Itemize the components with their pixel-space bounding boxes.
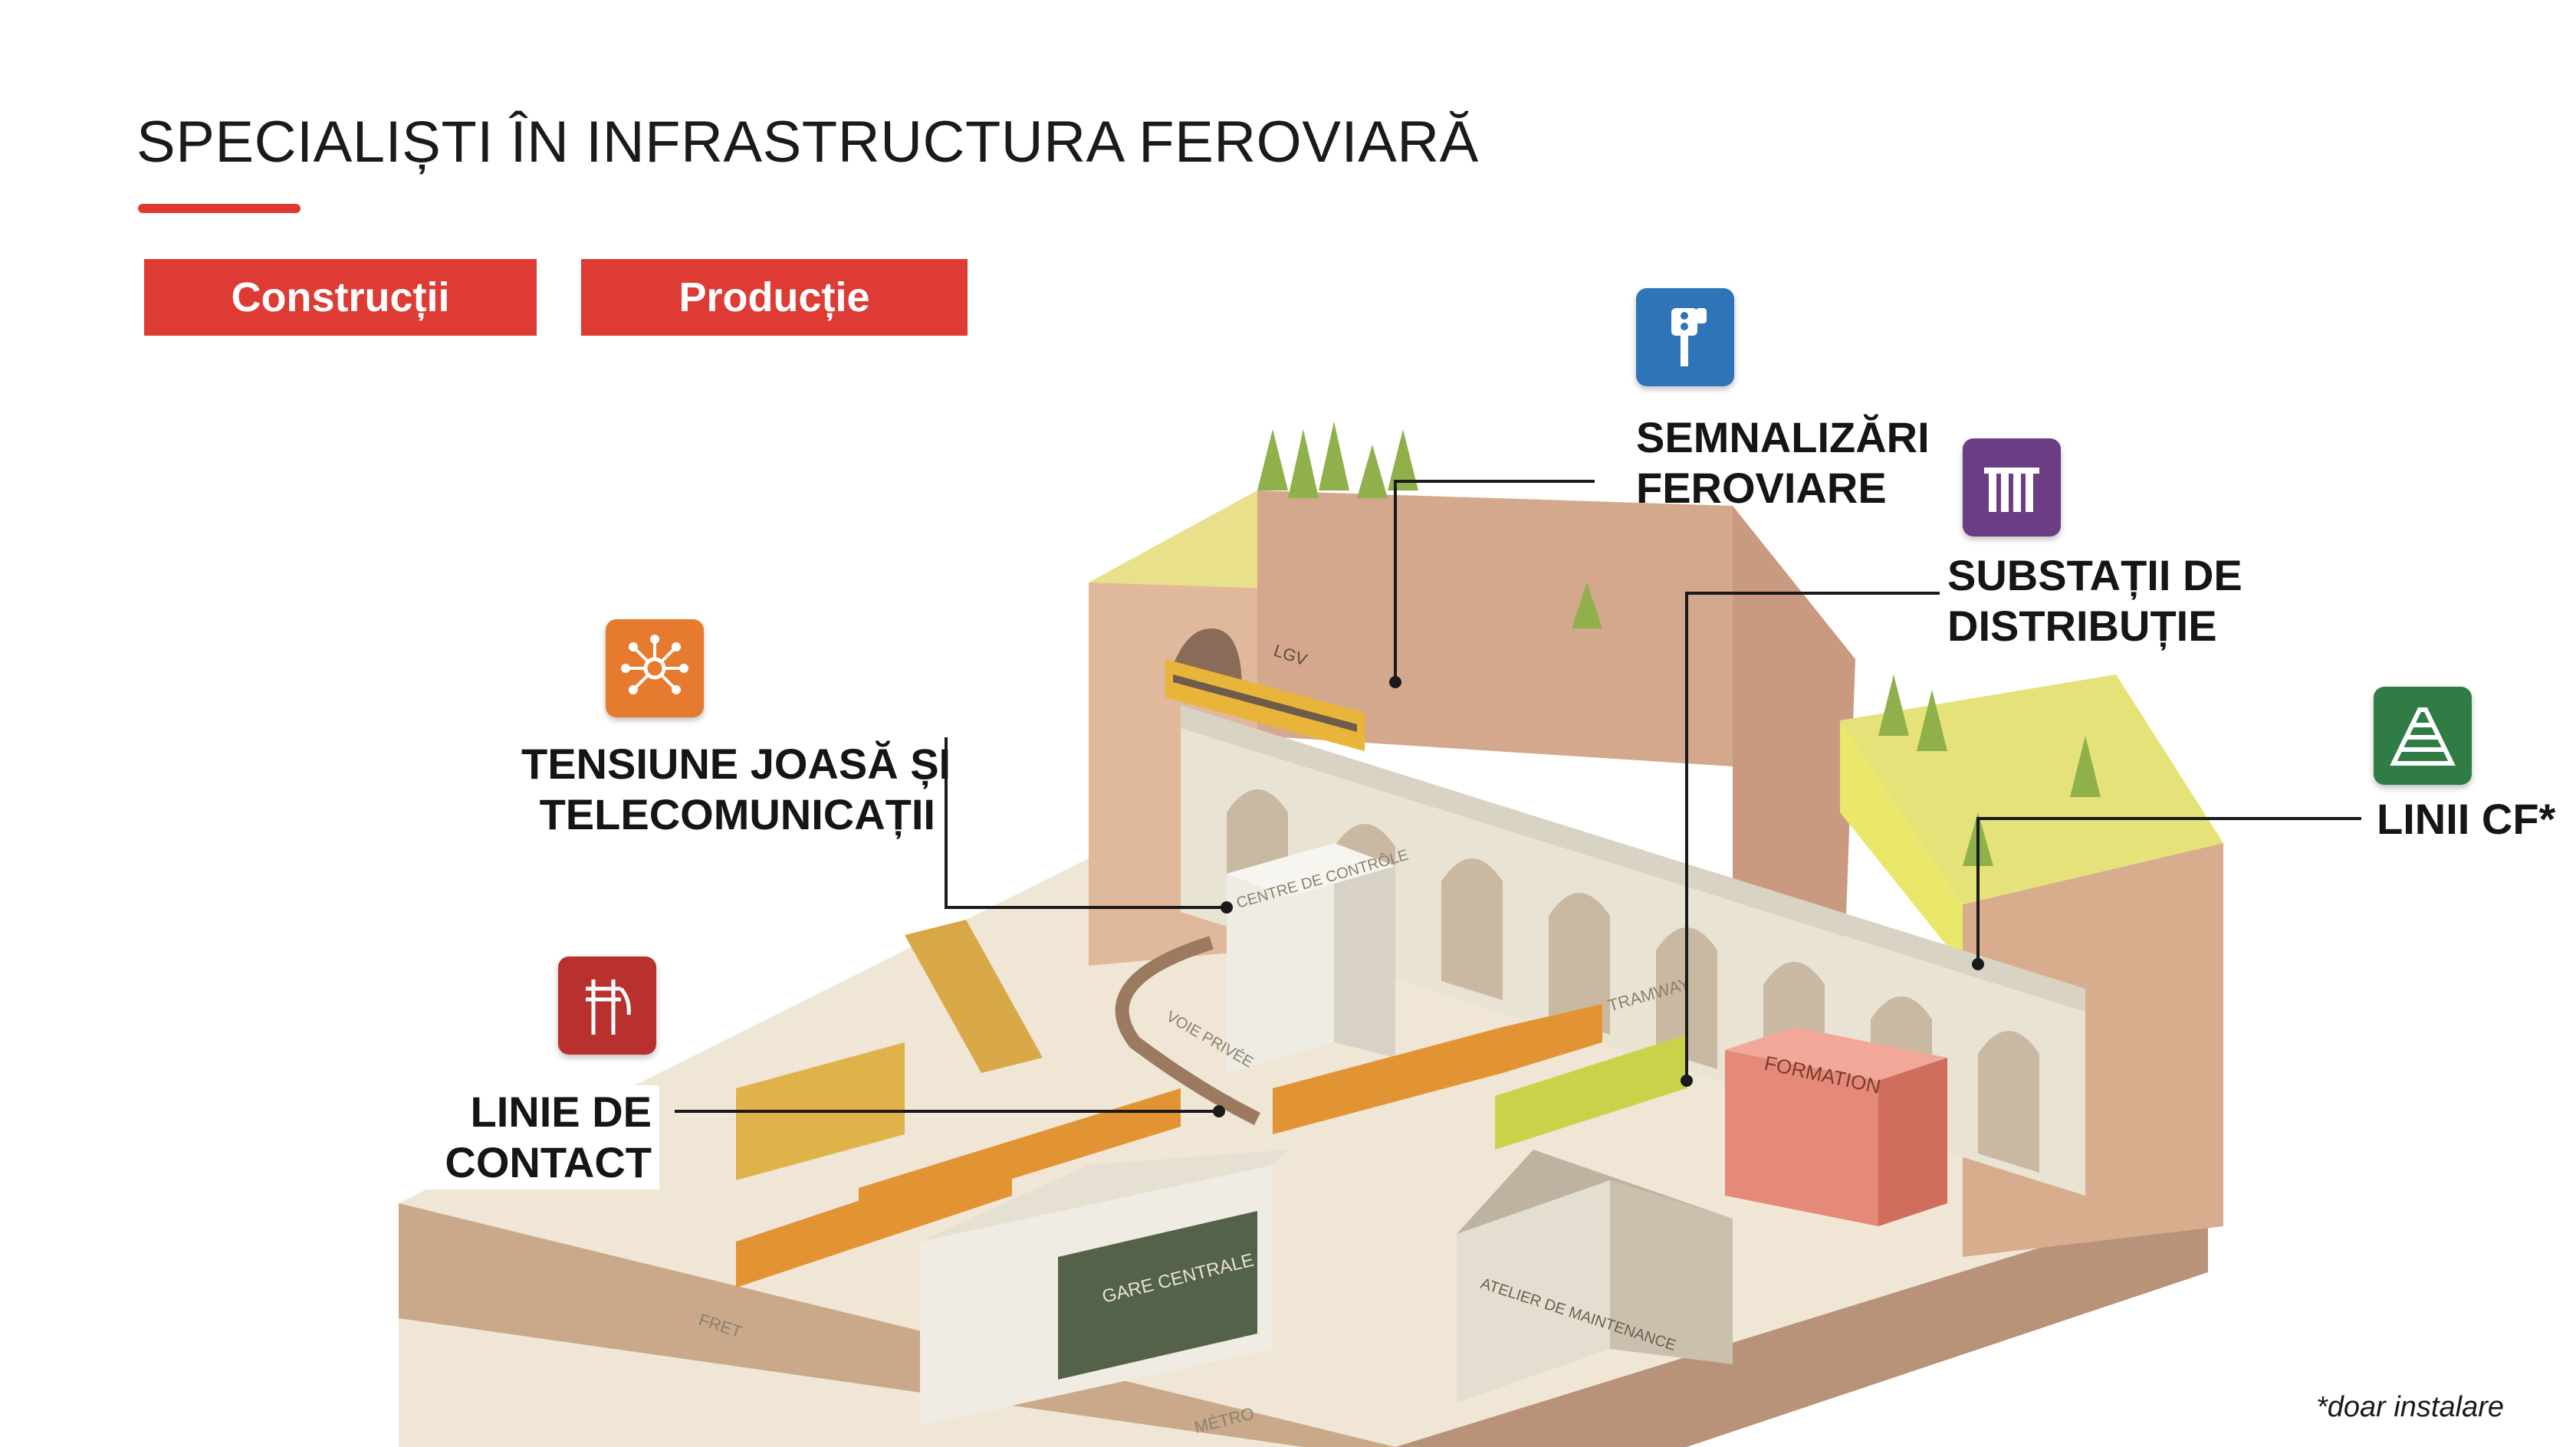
control-centre-front (1227, 843, 1334, 1073)
label-semnalizari-line1: SEMNALIZĂRI (1636, 413, 1930, 461)
network-hub-icon (606, 619, 704, 717)
leader-dots (1213, 676, 1984, 1117)
railway-track-icon-graphic (2390, 707, 2456, 766)
formation-side (1878, 1058, 1947, 1226)
control-centre-side (1334, 843, 1395, 1058)
label-semnalizari-feroviare: SEMNALIZĂRI FEROVIARE (1636, 412, 1930, 514)
right-plateau-yellow (1840, 720, 1963, 966)
atelier-side (1610, 1180, 1733, 1364)
freight-trains (736, 1004, 1602, 1288)
label-tensiune-line1: TENSIUNE JOASĂ ȘI (521, 740, 951, 788)
page-title: SPECIALIȘTI ÎN INFRASTRUCTURA FEROVIARĂ (136, 110, 1479, 175)
label-linii-cf: LINII CF* (2377, 794, 2555, 845)
tab-productie[interactable]: Producție (581, 259, 968, 336)
tab-constructii[interactable]: Construcții (144, 259, 537, 336)
substation-icon (1963, 438, 2061, 536)
cement-tower (905, 920, 1043, 1073)
label-linie-contact-line2: CONTACT (445, 1138, 652, 1186)
substation-icon-graphic (1984, 468, 2039, 512)
ground-front-left (399, 1203, 1395, 1447)
railway-track-icon (2374, 687, 2472, 785)
control-centre-roof (1227, 843, 1395, 897)
tramway-vehicle (1495, 1035, 1687, 1150)
network-hub-icon-graphic (621, 635, 688, 694)
label-semnalizari-line2: FEROVIARE (1636, 464, 1887, 512)
signal-light-icon-graphic (1671, 308, 1707, 366)
label-substatii-line2: DISTRIBUȚIE (1947, 602, 2217, 650)
lgv-train-windows (1173, 674, 1357, 732)
label-substatii-distributie: SUBSTAȚII DE DISTRIBUȚIE (1947, 550, 2242, 651)
atelier-front (1457, 1180, 1610, 1403)
trees-top (1257, 422, 2101, 866)
footnote: *doar instalare (2315, 1391, 2504, 1423)
viaduct-deck (1181, 705, 2085, 1012)
signal-light-icon (1636, 288, 1734, 386)
title-underline (138, 204, 301, 213)
cliff-front (1257, 491, 1733, 766)
label-tensiune-line2: TELECOMUNICAȚII (539, 790, 935, 838)
gare-centrale-roof (920, 1150, 1288, 1242)
label-substatii-line1: SUBSTAȚII DE (1947, 551, 2242, 599)
gare-centrale-glass (1058, 1211, 1257, 1380)
formation-roof (1725, 1027, 1947, 1081)
leader-lines (675, 480, 2361, 1113)
atelier-roof (1457, 1150, 1733, 1234)
catenary-icon-graphic (586, 979, 631, 1035)
catenary-icon (558, 956, 656, 1055)
ground-side (1395, 1196, 2208, 1447)
formation-front (1725, 1050, 1878, 1226)
label-linii-cf-line1: LINII CF* (2377, 795, 2556, 843)
label-linie-contact: LINIE DE CONTACT (414, 1085, 659, 1189)
label-tensiune-telecom: TENSIUNE JOASĂ ȘI TELECOMUNICAȚII (521, 739, 951, 840)
label-linie-contact-line1: LINIE DE (470, 1088, 652, 1136)
private-track (1115, 936, 1261, 1126)
